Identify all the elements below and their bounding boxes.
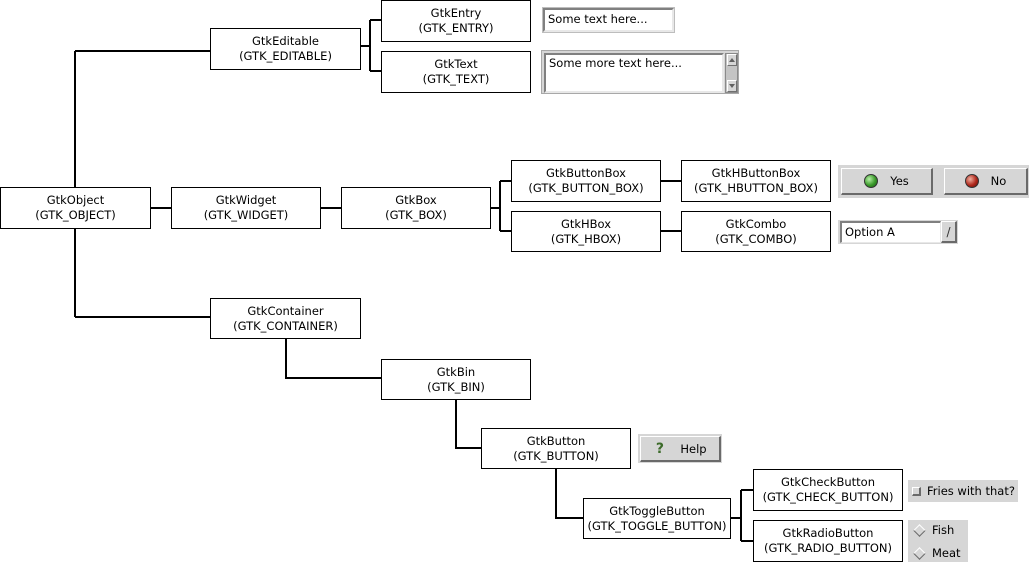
- node-class-name: GtkButtonBox: [546, 166, 626, 180]
- node-gtk-check-button: GtkCheckButton (GTK_CHECK_BUTTON): [753, 469, 903, 511]
- fries-check-button[interactable]: Fries with that?: [908, 480, 1018, 502]
- node-class-name: GtkBox: [395, 193, 437, 207]
- green-ball-icon: [864, 174, 879, 188]
- node-gtk-hbox: GtkHBox (GTK_HBOX): [511, 211, 661, 252]
- scroll-up-arrow-icon[interactable]: [727, 54, 737, 66]
- radio-label: Meat: [932, 546, 961, 560]
- node-macro: (GTK_RADIO_BUTTON): [763, 541, 893, 555]
- node-gtk-entry: GtkEntry (GTK_ENTRY): [381, 0, 531, 42]
- help-button[interactable]: ? Help: [640, 436, 721, 462]
- node-class-name: GtkRadioButton: [782, 526, 874, 540]
- node-macro: (GTK_BIN): [427, 379, 485, 394]
- node-gtk-bin: GtkBin (GTK_BIN): [381, 359, 531, 400]
- combo-entry-field[interactable]: Option A: [840, 221, 941, 243]
- node-gtk-button-box: GtkButtonBox (GTK_BUTTON_BOX): [511, 160, 661, 202]
- combo-arrow-icon: /: [946, 224, 951, 239]
- radio-indicator-icon[interactable]: [913, 523, 926, 537]
- red-ball-icon: [964, 174, 979, 188]
- node-gtk-box: GtkBox (GTK_BOX): [341, 187, 491, 229]
- node-class-name: GtkEditable: [252, 34, 319, 48]
- node-class-name: GtkContainer: [247, 303, 324, 318]
- yes-button-label: Yes: [890, 174, 909, 188]
- help-button-label: Help: [680, 441, 707, 456]
- node-gtk-container: GtkContainer (GTK_CONTAINER): [210, 298, 361, 339]
- node-gtk-editable: GtkEditable (GTK_EDITABLE): [210, 28, 361, 70]
- node-macro: (GTK_ENTRY): [418, 21, 494, 35]
- no-button[interactable]: No: [944, 168, 1028, 195]
- node-gtk-radio-button: GtkRadioButton (GTK_RADIO_BUTTON): [753, 520, 903, 562]
- text-vertical-scrollbar[interactable]: [725, 53, 738, 93]
- check-label: Fries with that?: [927, 484, 1015, 498]
- node-macro: (GTK_BUTTON): [513, 448, 599, 463]
- node-macro: (GTK_TOGGLE_BUTTON): [587, 518, 727, 533]
- node-class-name: GtkHButtonBox: [711, 166, 801, 180]
- sample-entry-field[interactable]: Some text here...: [542, 7, 675, 33]
- node-macro: (GTK_EDITABLE): [239, 49, 332, 63]
- node-gtk-widget: GtkWidget (GTK_WIDGET): [171, 187, 321, 229]
- node-gtk-button: GtkButton (GTK_BUTTON): [481, 428, 631, 469]
- radio-indicator-icon[interactable]: [913, 546, 926, 560]
- node-gtk-combo: GtkCombo (GTK_COMBO): [681, 211, 831, 252]
- radio-option-fish[interactable]: Fish: [908, 520, 968, 540]
- node-class-name: GtkText: [434, 57, 478, 71]
- node-class-name: GtkCheckButton: [781, 475, 875, 489]
- node-gtk-toggle-button: GtkToggleButton (GTK_TOGGLE_BUTTON): [583, 498, 731, 539]
- combo-dropdown-button[interactable]: /: [941, 221, 957, 243]
- node-class-name: GtkBin: [436, 364, 476, 379]
- node-macro: (GTK_OBJECT): [35, 208, 116, 222]
- node-class-name: GtkEntry: [430, 6, 482, 20]
- radio-label: Fish: [932, 523, 955, 537]
- node-class-name: GtkWidget: [215, 193, 277, 207]
- node-macro: (GTK_WIDGET): [203, 208, 289, 222]
- node-macro: (GTK_BUTTON_BOX): [528, 181, 644, 195]
- sample-text-field[interactable]: Some more text here...: [544, 53, 724, 93]
- radio-option-meat[interactable]: Meat: [908, 543, 968, 563]
- checkbox-icon[interactable]: [912, 486, 921, 496]
- node-class-name: GtkObject: [46, 193, 105, 207]
- node-macro: (GTK_BOX): [385, 208, 447, 222]
- sample-text-area: Some more text here...: [541, 50, 739, 94]
- node-macro: (GTK_CHECK_BUTTON): [762, 490, 894, 504]
- yes-button[interactable]: Yes: [841, 168, 933, 195]
- node-gtk-hbutton-box: GtkHButtonBox (GTK_HBUTTON_BOX): [681, 160, 831, 202]
- node-macro: (GTK_COMBO): [715, 231, 797, 246]
- node-class-name: GtkCombo: [725, 216, 787, 231]
- node-macro: (GTK_HBUTTON_BOX): [694, 181, 818, 195]
- node-gtk-text: GtkText (GTK_TEXT): [381, 51, 531, 93]
- node-gtk-object: GtkObject (GTK_OBJECT): [0, 187, 151, 229]
- node-class-name: GtkHBox: [560, 216, 612, 231]
- help-question-icon: ?: [655, 440, 664, 457]
- no-button-label: No: [990, 174, 1007, 188]
- node-macro: (GTK_TEXT): [422, 72, 490, 86]
- node-macro: (GTK_CONTAINER): [233, 318, 338, 333]
- node-class-name: GtkButton: [526, 433, 586, 448]
- node-class-name: GtkToggleButton: [609, 503, 705, 518]
- node-macro: (GTK_HBOX): [550, 231, 622, 246]
- scroll-down-arrow-icon[interactable]: [727, 80, 737, 92]
